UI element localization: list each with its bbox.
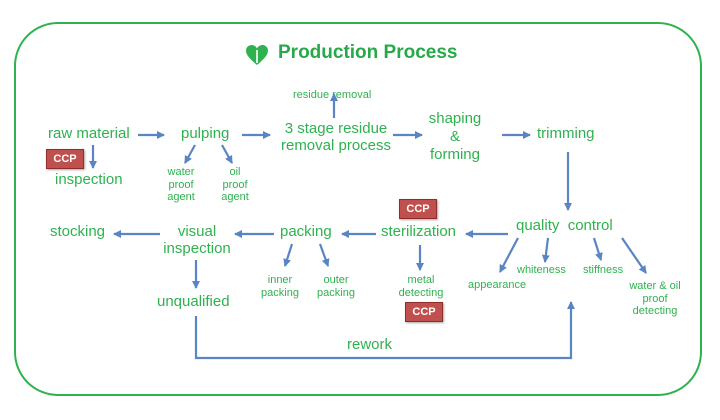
node-appearance: appearance — [468, 279, 527, 291]
node-pulping: pulping — [181, 125, 230, 142]
node-water-oil-proof-detecting: water & oil proof detecting — [629, 280, 681, 318]
node-trimming: trimming — [537, 125, 595, 142]
node-rework: rework — [347, 336, 393, 353]
node-metal-detecting: metal detecting — [398, 274, 444, 299]
node-outer-packing: outer packing — [317, 274, 355, 299]
node-residue-removal-process: 3 stage residue removal process — [280, 120, 392, 155]
node-packing: packing — [280, 223, 332, 240]
arrow-packing-to-inner — [283, 243, 294, 267]
node-unqualified: unqualified — [157, 293, 230, 310]
arrow-packing-to-outer — [318, 243, 330, 267]
arrow-quality-to-appearance — [499, 237, 519, 273]
node-residue-removal: residue removal — [293, 89, 372, 101]
ccp-badge-sterilization: CCP — [399, 199, 437, 219]
node-inner-packing: inner packing — [261, 274, 299, 299]
node-sterilization: sterilization — [381, 223, 457, 240]
node-quality-control: quality control — [516, 217, 613, 234]
ccp-badge-raw: CCP — [46, 149, 84, 169]
arrow-pulping-to-water — [184, 144, 196, 164]
arrow-quality-to-stiffness — [592, 237, 603, 261]
node-whiteness: whiteness — [517, 264, 566, 276]
node-stiffness: stiffness — [583, 264, 624, 276]
node-shaping-forming: shaping & forming — [428, 110, 482, 163]
heart-icon — [246, 45, 268, 65]
node-inspection: inspection — [55, 171, 123, 188]
node-stocking: stocking — [50, 223, 106, 240]
node-oil-proof-agent: oil proof agent — [221, 166, 249, 204]
arrow-quality-to-whiteness — [541, 237, 550, 263]
arrow-pulping-to-oil — [221, 144, 233, 164]
node-water-proof-agent: water proof agent — [167, 166, 195, 204]
node-visual-inspection: visual inspection — [163, 223, 231, 258]
ccp-badge-metal: CCP — [405, 302, 443, 322]
arrow-rework-loop — [194, 301, 575, 360]
arrow-quality-to-wateroil — [621, 237, 647, 274]
diagram-frame — [14, 22, 702, 396]
node-raw-material: raw material — [48, 125, 130, 142]
diagram-title: Production Process — [278, 42, 458, 63]
